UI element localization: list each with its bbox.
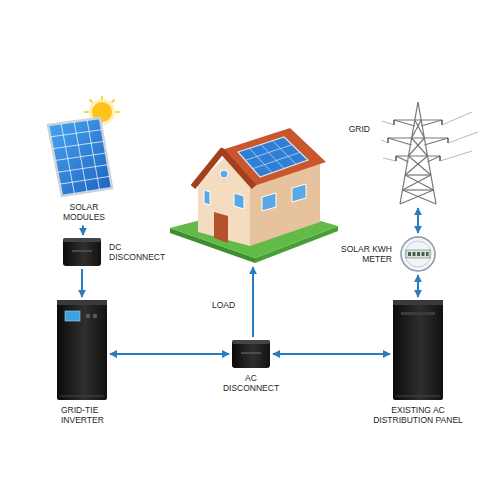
component-node: LOAD — [170, 126, 340, 274]
component-label: DC DISCONNECT — [109, 242, 173, 262]
flow-arrow — [82, 225, 84, 235]
component-icon — [232, 340, 270, 368]
component-node: AC DISCONNECT — [219, 340, 283, 393]
house-illustration — [170, 128, 338, 263]
transmission-tower — [381, 102, 478, 204]
disconnect-box — [232, 340, 270, 368]
component-label: EXISTING AC DISTRIBUTION PANEL — [366, 405, 470, 425]
component-label: GRID-TIE INVERTER — [61, 405, 111, 425]
component-icon — [57, 300, 107, 400]
component-label: GRID — [349, 124, 370, 134]
component-node: EXISTING AC DISTRIBUTION PANEL — [366, 300, 470, 425]
kwh-meter — [401, 237, 435, 271]
disconnect-box — [63, 238, 101, 266]
component-icon — [170, 126, 340, 264]
component-label: LOAD — [212, 300, 235, 310]
component-icon — [393, 300, 443, 400]
component-label: SOLAR KWH METER — [334, 244, 392, 264]
distribution-cabinet — [393, 300, 443, 400]
flow-arrow — [110, 353, 229, 355]
component-icon — [378, 100, 458, 205]
component-node: GRID-TIE INVERTER — [57, 300, 111, 425]
component-icon — [44, 104, 124, 198]
flow-arrow — [417, 208, 419, 233]
component-node: DC DISCONNECT — [63, 238, 173, 266]
component-icon — [400, 236, 436, 272]
flow-arrow — [417, 275, 419, 297]
component-node: GRID — [349, 100, 458, 205]
component-label: SOLAR MODULES — [54, 202, 114, 222]
component-node: SOLAR MODULES — [44, 104, 124, 222]
component-node: SOLAR KWH METER — [334, 236, 436, 272]
component-label: AC DISCONNECT — [219, 373, 283, 393]
inverter-cabinet — [57, 300, 107, 400]
flow-arrow — [252, 267, 254, 337]
flow-arrow — [81, 269, 83, 297]
component-icon — [63, 238, 101, 266]
solar-panel — [48, 118, 112, 196]
flow-arrow — [273, 353, 390, 355]
